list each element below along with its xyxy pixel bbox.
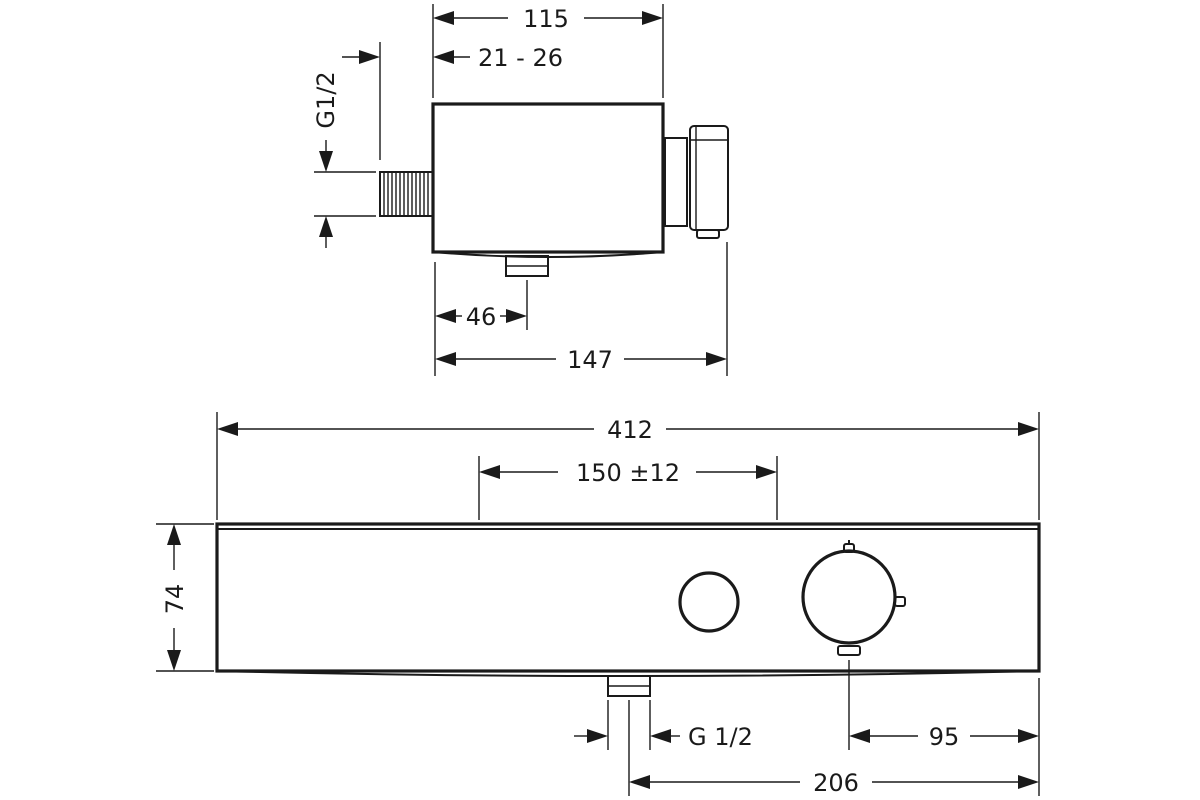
top-view-body [431,102,665,254]
top-view-knob-collar [664,137,688,227]
dim-total-length: 412 [216,412,1040,520]
dim-knob-offset-label: 95 [929,723,960,751]
dim-inlet-spacing: 150 ±12 [478,456,778,520]
front-view: 412 150 ±12 74 [156,412,1041,797]
dim-knob-offset: 95 [848,660,1040,796]
dim-total-length-label: 412 [607,416,653,444]
dim-wall-gap-label: 21 - 26 [478,44,563,72]
dim-outlet-thread: G 1/2 [574,700,753,751]
dim-outlet-position: 206 [628,700,1039,797]
dim-wall-gap: 21 - 26 [433,44,563,72]
front-view-knob-side-nub [894,596,906,607]
dim-height-label: 74 [161,584,189,615]
dim-total-depth: 147 [435,242,728,376]
dim-height: 74 [156,523,214,672]
dim-outlet-position-label: 206 [813,769,859,797]
dim-outlet-offset: 46 [434,262,528,376]
dim-outlet-offset-label: 46 [466,303,497,331]
front-view-button [678,571,740,633]
thread-lines [383,172,429,216]
front-view-thermostat-knob [801,549,897,645]
dim-top-width-label: 115 [523,5,569,33]
dim-inlet-spacing-label: 150 ±12 [576,459,680,487]
dim-total-depth-label: 147 [567,346,613,374]
top-view-knob-tab [696,229,720,239]
dim-inlet-thread-top: G1/2 [312,42,381,248]
dim-inlet-thread-top-label: G1/2 [312,71,340,128]
front-view-knob-bottom-tab [837,645,861,656]
dim-outlet-thread-label: G 1/2 [688,723,753,751]
top-view-threaded-inlet [379,171,434,217]
dim-top-width: 115 [432,4,664,98]
front-view-body [215,522,1041,673]
top-view: 115 21 - 26 G1/2 [312,4,729,376]
